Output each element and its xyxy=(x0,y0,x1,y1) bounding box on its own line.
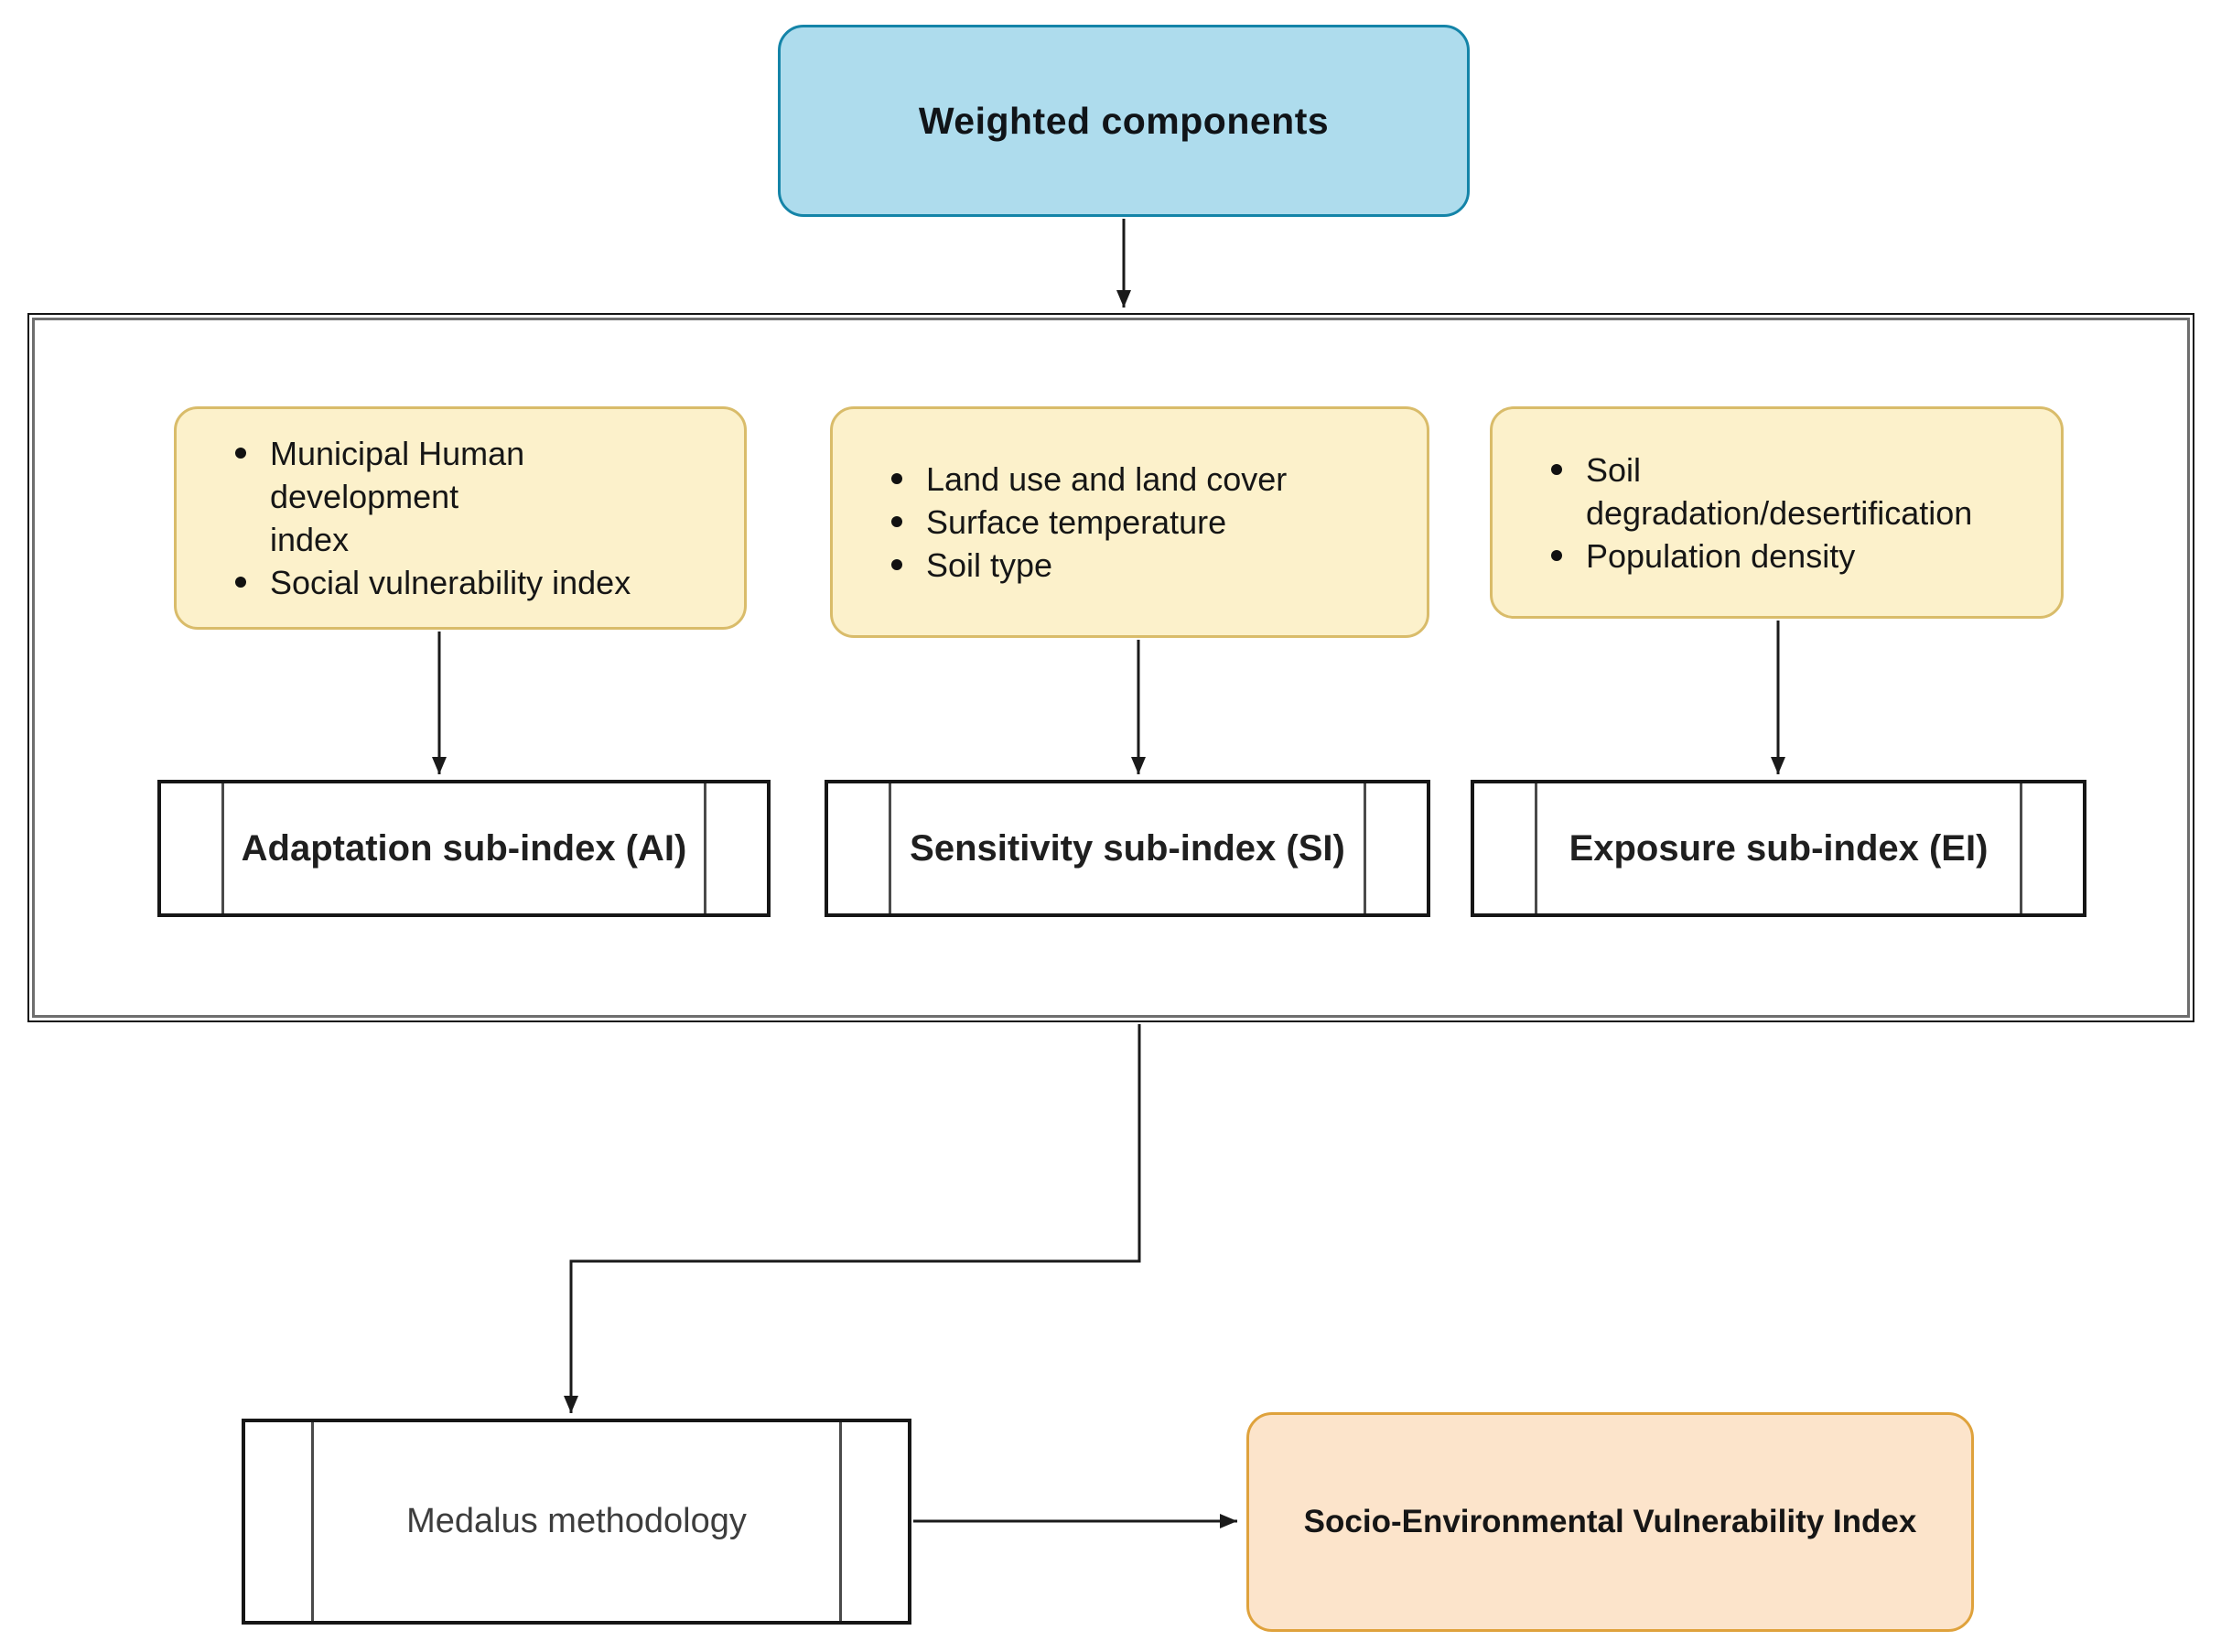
process-bar-left xyxy=(889,783,891,913)
process-bar-right xyxy=(704,783,706,913)
medalus-methodology-label: Medalus methodology xyxy=(406,1502,747,1540)
process-bar-right xyxy=(839,1422,842,1621)
weighted-components-box: Weighted components xyxy=(778,25,1470,217)
process-bar-left xyxy=(1535,783,1537,913)
exposure-inputs-box: Soil degradation/desertification Populat… xyxy=(1490,406,2064,619)
sevi-result-label: Socio-Environmental Vulnerability Index xyxy=(1303,1504,1917,1539)
bullet-item: Soil type xyxy=(891,544,1408,587)
bullet-list: Municipal Human development index Social… xyxy=(177,432,744,604)
sensitivity-subindex-box: Sensitivity sub-index (SI) xyxy=(825,780,1430,917)
process-bar-left xyxy=(221,783,224,913)
bullet-list: Land use and land cover Surface temperat… xyxy=(833,458,1427,587)
adaptation-subindex-box: Adaptation sub-index (AI) xyxy=(157,780,771,917)
sensitivity-subindex-label: Sensitivity sub-index (SI) xyxy=(910,827,1345,869)
bullet-item: Social vulnerability index xyxy=(235,561,726,604)
weighted-components-label: Weighted components xyxy=(918,99,1330,142)
bullet-item: Population density xyxy=(1551,534,2043,578)
process-bar-left xyxy=(311,1422,314,1621)
process-bar-right xyxy=(2020,783,2022,913)
bullet-item: Municipal Human development index xyxy=(235,432,726,561)
bullet-item: Land use and land cover xyxy=(891,458,1408,501)
medalus-methodology-box: Medalus methodology xyxy=(242,1419,911,1625)
bullet-list: Soil degradation/desertification Populat… xyxy=(1493,448,2061,578)
adaptation-subindex-label: Adaptation sub-index (AI) xyxy=(241,827,687,869)
sevi-result-box: Socio-Environmental Vulnerability Index xyxy=(1246,1412,1974,1632)
bullet-item: Soil degradation/desertification xyxy=(1551,448,2043,534)
exposure-subindex-label: Exposure sub-index (EI) xyxy=(1569,827,1989,869)
adaptation-inputs-box: Municipal Human development index Social… xyxy=(174,406,747,630)
bullet-item: Surface temperature xyxy=(891,501,1408,544)
exposure-subindex-box: Exposure sub-index (EI) xyxy=(1471,780,2086,917)
sensitivity-inputs-box: Land use and land cover Surface temperat… xyxy=(830,406,1429,638)
arrow-panel-to-medalus xyxy=(564,1024,1141,1413)
process-bar-right xyxy=(1364,783,1366,913)
